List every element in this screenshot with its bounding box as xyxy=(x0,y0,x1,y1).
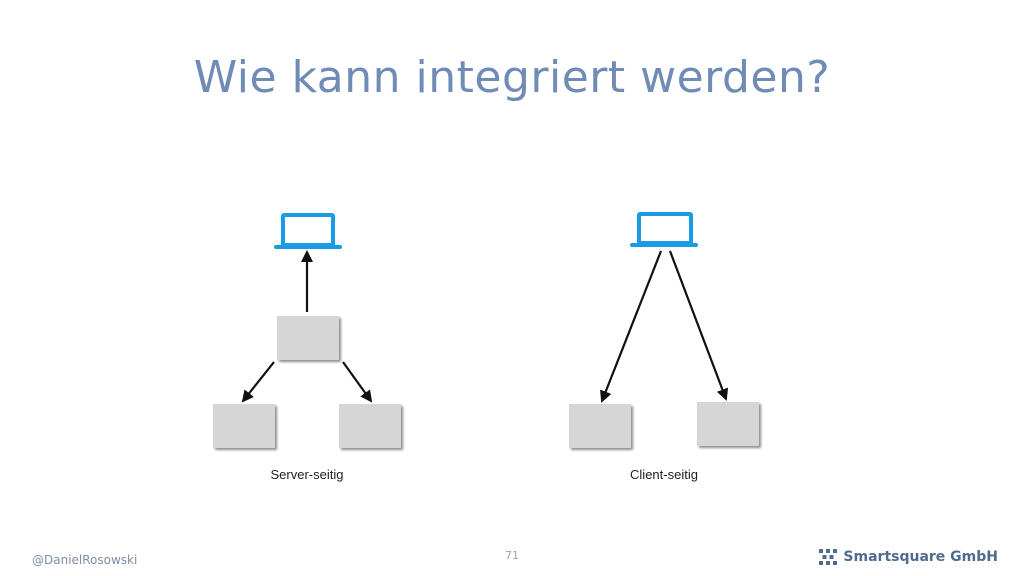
company-logo: Smartsquare GmbH xyxy=(819,549,998,565)
server-side-group: Server-seitig xyxy=(213,213,401,482)
server-side-label: Server-seitig xyxy=(271,467,344,482)
service-box-left xyxy=(213,404,275,448)
server-box xyxy=(277,316,339,360)
service-box-right xyxy=(697,402,759,446)
arrow-client-to-right-service xyxy=(668,250,729,401)
smartsquare-logo-icon xyxy=(819,549,838,565)
company-name: Smartsquare GmbH xyxy=(843,549,998,565)
page-number: 71 xyxy=(505,549,519,562)
client-side-group: Client-seitig xyxy=(569,212,759,482)
service-box-left xyxy=(569,404,631,448)
author-handle: @DanielRosowski xyxy=(32,553,138,567)
client-side-label: Client-seitig xyxy=(630,467,698,482)
laptop-icon xyxy=(274,213,342,249)
laptop-icon xyxy=(630,212,698,247)
slide-title: Wie kann integriert werden? xyxy=(193,52,831,103)
arrow-server-to-left-service xyxy=(241,361,275,403)
arrow-client-to-left-service xyxy=(600,250,663,403)
arrow-server-to-right-service xyxy=(342,361,373,403)
service-box-right xyxy=(339,404,401,448)
